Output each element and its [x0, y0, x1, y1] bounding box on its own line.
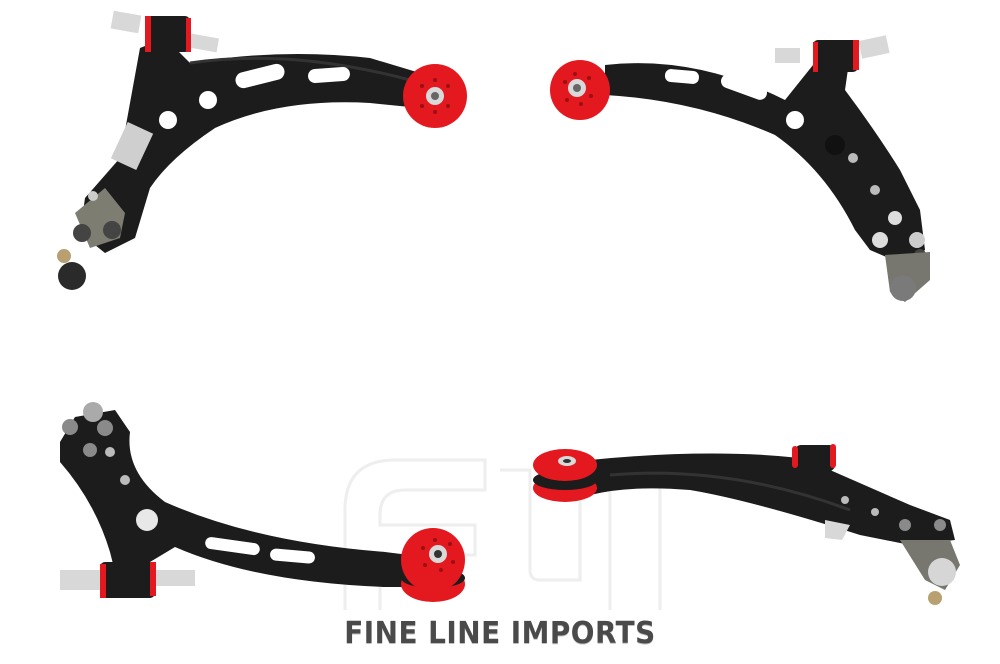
control-arm-view-4: [533, 444, 960, 605]
control-arm-view-1: [57, 10, 467, 290]
brand-watermark-text: FINE LINE IMPORTS: [344, 616, 656, 651]
control-arm-view-2: [550, 35, 930, 302]
control-arm-view-3: [60, 402, 465, 602]
